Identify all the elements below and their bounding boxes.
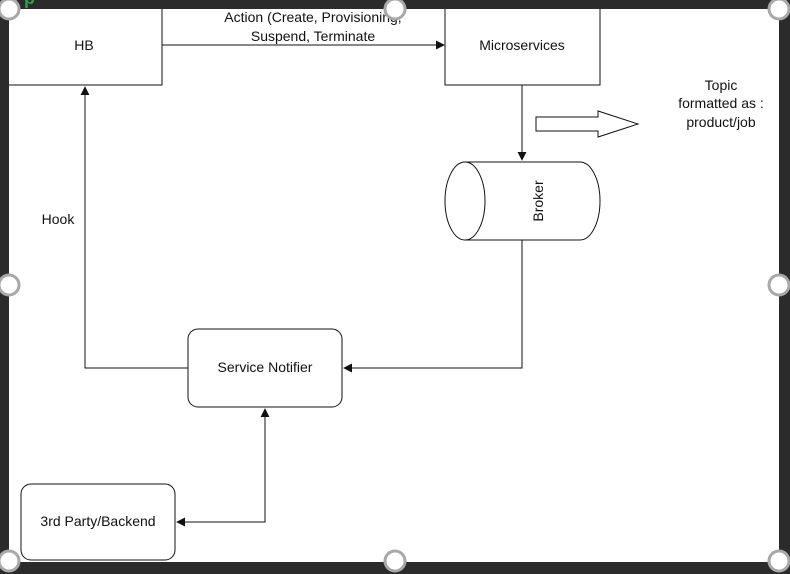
node-broker-end bbox=[464, 161, 486, 241]
node-microservices-box[interactable] bbox=[444, 0, 601, 86]
resize-handle-top-right[interactable] bbox=[767, 0, 790, 21]
node-third-party-label: 3rd Party/Backend bbox=[40, 513, 155, 529]
node-microservices[interactable]: Microservices bbox=[444, 0, 601, 86]
topic-note-line3: product/job bbox=[686, 114, 755, 130]
node-service-notifier-label: Service Notifier bbox=[218, 359, 313, 375]
diagram-area bbox=[9, 9, 779, 562]
node-hb-label: HB bbox=[74, 37, 93, 53]
edge-hook-label: Hook bbox=[42, 211, 76, 227]
topic-arrow-shape bbox=[535, 110, 640, 138]
edge-notifier-third-party[interactable] bbox=[176, 408, 270, 527]
node-hb[interactable]: HB bbox=[0, 0, 163, 86]
topic-note-line2: formatted as : bbox=[678, 95, 764, 111]
node-third-party-box[interactable] bbox=[20, 483, 176, 561]
edge-hook-line[interactable] bbox=[80, 86, 188, 369]
edge-action-label-line1: Action (Create, Provisioning, bbox=[224, 9, 401, 25]
node-hb-box[interactable] bbox=[0, 0, 163, 86]
topic-note-line1: Topic bbox=[705, 77, 738, 93]
node-service-notifier[interactable]: Service Notifier bbox=[187, 328, 343, 408]
node-microservices-label: Microservices bbox=[479, 37, 565, 53]
resize-handle-top-center[interactable] bbox=[383, 0, 407, 21]
node-broker-label: Broker bbox=[530, 180, 546, 222]
node-broker[interactable]: Broker bbox=[444, 161, 601, 241]
resize-handle-bottom-right[interactable] bbox=[767, 549, 790, 573]
edge-broker-to-notifier[interactable] bbox=[343, 240, 523, 373]
resize-handle-middle-left[interactable] bbox=[0, 273, 21, 297]
node-third-party[interactable]: 3rd Party/Backend bbox=[20, 483, 176, 561]
edge-action-label-line2: Suspend, Terminate bbox=[251, 28, 375, 44]
node-broker-body[interactable] bbox=[444, 161, 601, 241]
resize-handle-bottom-left[interactable] bbox=[0, 549, 21, 573]
resize-handle-bottom-center[interactable] bbox=[383, 549, 407, 573]
resize-handle-middle-right[interactable] bbox=[767, 273, 790, 297]
topic-note: Topic formatted as : product/job bbox=[678, 77, 764, 130]
resize-handle-top-left[interactable] bbox=[0, 0, 21, 21]
edge-action[interactable]: Action (Create, Provisioning, Suspend, T… bbox=[162, 9, 445, 50]
edge-hook[interactable]: Hook bbox=[42, 86, 188, 369]
